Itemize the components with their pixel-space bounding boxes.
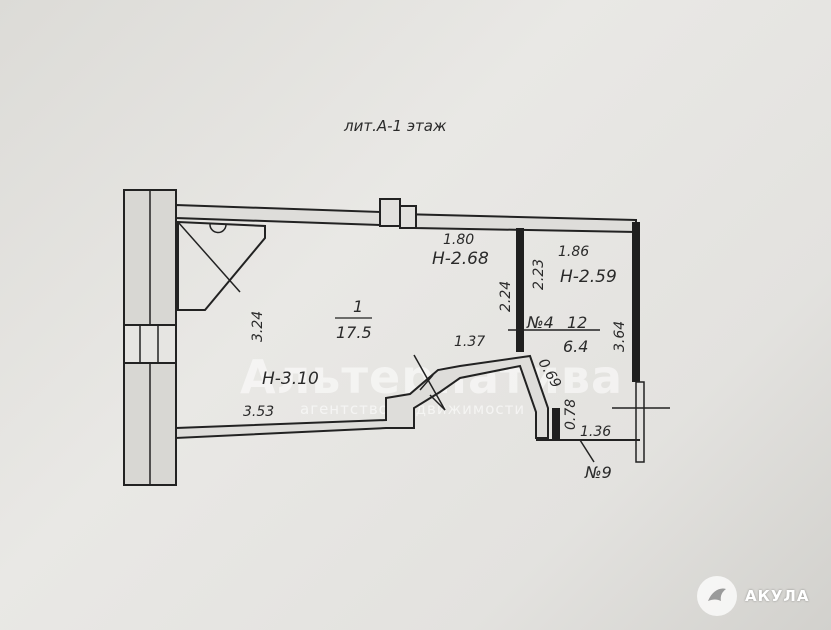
room1-height: Н-2.68 bbox=[432, 249, 489, 269]
door-mark-3 bbox=[429, 394, 446, 411]
room1-inner-side: 2.24 bbox=[498, 281, 514, 312]
vent-block bbox=[379, 198, 401, 227]
room4-small-side: 0.78 bbox=[563, 399, 579, 430]
room1-width-bottom: 3.53 bbox=[243, 404, 274, 420]
room4-stub bbox=[552, 408, 560, 440]
plan-title: лит.А-1 этаж bbox=[343, 117, 447, 135]
door-mark-1 bbox=[413, 354, 446, 411]
brand-name: АКУЛА bbox=[745, 587, 810, 605]
room4-width-top: 1.86 bbox=[558, 244, 589, 260]
room4-number: 12 bbox=[567, 313, 587, 332]
shark-logo-icon bbox=[697, 576, 737, 616]
room1-height2: Н-3.10 bbox=[262, 369, 319, 389]
sink-arc bbox=[209, 223, 227, 234]
partition-wall bbox=[516, 228, 524, 352]
room1-area: 17.5 bbox=[336, 323, 372, 342]
n9-leader bbox=[579, 439, 595, 463]
room1-width-top: 1.80 bbox=[443, 232, 474, 248]
room4-width-bottom: 1.36 bbox=[580, 424, 611, 440]
right-wall bbox=[632, 222, 640, 382]
bottom-wall bbox=[175, 354, 549, 440]
brand-mark: АКУЛА bbox=[697, 576, 810, 616]
footnote-number: №9 bbox=[584, 463, 612, 482]
room4-height: Н-2.59 bbox=[560, 267, 617, 287]
corner-unit-diag bbox=[177, 221, 241, 293]
right-wall-lower bbox=[635, 381, 645, 463]
room4-number-label: №4 bbox=[526, 313, 554, 332]
window-left bbox=[123, 324, 177, 364]
door-mark-2 bbox=[419, 374, 434, 391]
corner-unit bbox=[177, 220, 266, 311]
room4-side-right: 3.64 bbox=[612, 321, 628, 352]
room1-side-left: 3.24 bbox=[250, 311, 266, 342]
room1-inner-width: 1.37 bbox=[454, 334, 485, 350]
vent-block-2 bbox=[399, 205, 417, 229]
room4-area: 6.4 bbox=[563, 337, 588, 356]
room1-number: 1 bbox=[353, 297, 363, 316]
room4-side-left: 2.23 bbox=[531, 259, 547, 290]
